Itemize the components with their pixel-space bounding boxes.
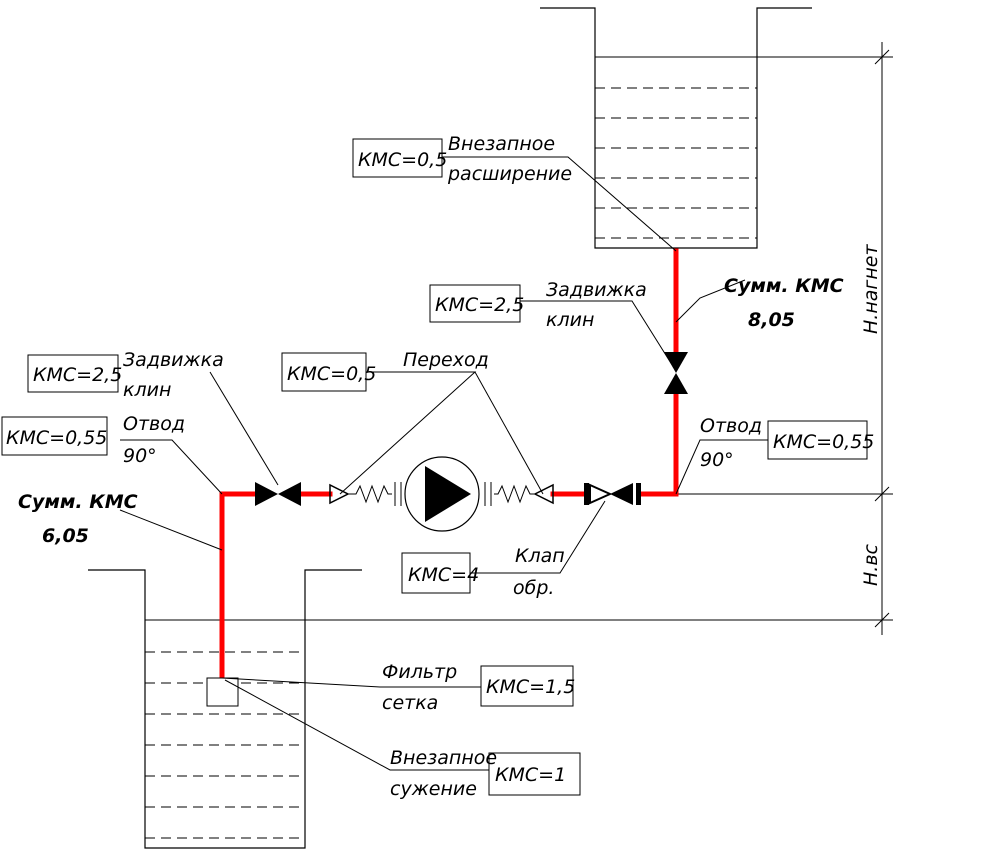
kms-box-transition <box>281 352 367 392</box>
contraction-name-2: сужение <box>390 778 477 800</box>
upper-tank <box>540 7 812 249</box>
kms-box-gate-left <box>27 354 119 393</box>
gate-valve-left-icon <box>255 482 301 506</box>
check-valve-kms: КМС=4 <box>408 564 479 586</box>
bend-left-name-2: 90° <box>123 445 157 467</box>
gate-right-name-1: Задвижка <box>546 279 647 301</box>
filter-kms: КМС=1,5 <box>486 676 575 698</box>
transition-right-icon <box>484 482 554 506</box>
filter-box <box>206 677 239 707</box>
contraction-kms: КМС=1 <box>495 764 566 786</box>
contraction-name-1: Внезапное <box>390 747 497 769</box>
gate-right-name-2: клин <box>546 309 594 331</box>
kms-box-check-valve <box>401 552 471 594</box>
bend-left-kms: КМС=0,55 <box>6 427 107 449</box>
transition-left-icon <box>329 482 402 506</box>
bend-right-kms: КМС=0,55 <box>773 431 874 453</box>
sum-left-title: Сумм. КМС <box>18 491 138 513</box>
filter-name-2: сетка <box>382 692 438 714</box>
transition-name: Переход <box>403 349 489 371</box>
leader-lines <box>119 156 770 771</box>
h-discharge-label: Н.нагнет <box>860 244 882 334</box>
pump-icon <box>404 456 480 532</box>
transition-kms: КМС=0,5 <box>287 363 376 385</box>
sum-right-title: Сумм. КМС <box>724 275 844 297</box>
h-suction-label: Н.вс <box>860 543 882 586</box>
kms-box-gate-right <box>429 284 521 323</box>
kms-box-bend-right <box>767 420 868 460</box>
gate-right-kms: КМС=2,5 <box>435 294 524 316</box>
bend-left-name-1: Отвод <box>123 413 185 435</box>
sum-right-value: 8,05 <box>748 309 795 331</box>
gate-left-name-2: клин <box>123 379 171 401</box>
expansion-name-2: расширение <box>447 163 572 185</box>
check-valve-name-1: Клап <box>515 545 565 567</box>
sum-left-value: 6,05 <box>42 525 89 547</box>
expansion-name-1: Внезапное <box>448 133 555 155</box>
level-lines <box>305 42 893 635</box>
gate-left-kms: КМС=2,5 <box>33 364 122 386</box>
bend-right-name-1: Отвод <box>700 415 762 437</box>
filter-name-1: Фильтр <box>382 661 457 683</box>
expansion-kms: КМС=0,5 <box>358 149 447 171</box>
lower-tank <box>88 569 362 849</box>
check-valve-icon <box>584 483 641 505</box>
kms-box-bend-left <box>1 416 108 456</box>
kms-box-contraction <box>488 752 581 796</box>
bend-right-name-2: 90° <box>700 449 734 471</box>
kms-box-filter <box>480 665 574 707</box>
gate-left-name-1: Задвижка <box>123 349 224 371</box>
check-valve-name-2: обр. <box>513 577 554 599</box>
gate-valve-right-icon <box>664 352 688 394</box>
kms-box-expansion <box>352 138 443 178</box>
